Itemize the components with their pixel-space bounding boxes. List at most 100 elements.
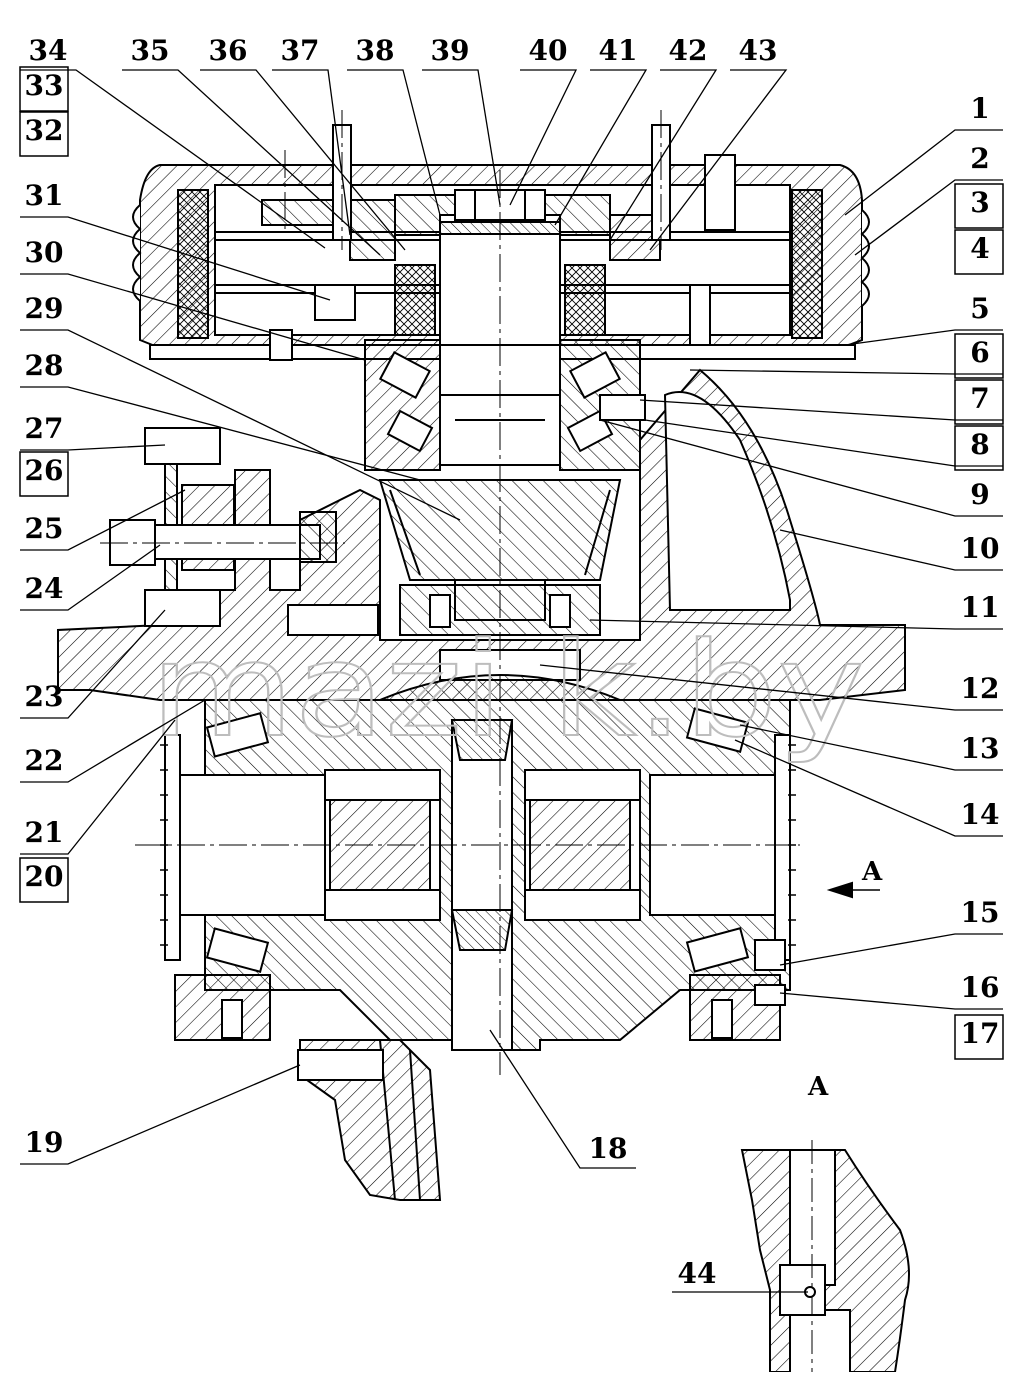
- leader-1: [844, 129, 1003, 216]
- callout-13: 13: [961, 732, 1000, 765]
- centre-lines: [100, 110, 800, 1075]
- callout-40: 40: [529, 34, 568, 67]
- leader-39: [422, 69, 501, 206]
- bolt-top-right: [704, 154, 736, 231]
- ring-bolt: [297, 1049, 384, 1081]
- bearing-roller-lower-right: [566, 409, 614, 453]
- callout-29: 29: [25, 292, 64, 325]
- callout-box-20: [19, 857, 69, 903]
- friction-lining-right: [791, 189, 823, 339]
- bearing-roller-upper-left: [378, 351, 432, 399]
- callout-28: 28: [25, 349, 64, 382]
- callout-11: 11: [961, 591, 1000, 624]
- leader-6: [689, 369, 1003, 375]
- callout-15: 15: [961, 896, 1000, 929]
- callout-21: 21: [25, 816, 64, 849]
- leader-42: [609, 69, 718, 241]
- callout-1: 1: [970, 92, 989, 125]
- callout-25: 25: [25, 512, 64, 545]
- callout-box-32: [19, 111, 69, 157]
- callout-7: 7: [970, 382, 989, 415]
- callout-33: 33: [25, 69, 64, 102]
- screw-right: [689, 284, 711, 346]
- drawing-geometry: [57, 110, 910, 1373]
- leader-28: [20, 386, 421, 481]
- view-label-a: A: [807, 1072, 829, 1102]
- callout-14: 14: [961, 798, 1000, 831]
- callout-39: 39: [431, 34, 470, 67]
- callout-box-33: [19, 66, 69, 112]
- callout-27: 27: [25, 412, 64, 445]
- callout-6: 6: [970, 336, 989, 369]
- stud-43-right: [651, 124, 671, 241]
- leader-23: [20, 609, 166, 719]
- callout-43: 43: [739, 34, 778, 67]
- callout-4: 4: [970, 232, 989, 265]
- callout-box-26: [19, 451, 69, 497]
- leader-14: [734, 739, 1003, 837]
- inner-hub-side-left: [261, 199, 396, 261]
- section-arrow-a: [826, 881, 880, 899]
- leader-7: [639, 399, 1003, 421]
- bearing-roller-lower-left: [386, 409, 434, 453]
- adjust-bolt-head: [109, 519, 156, 566]
- callout-30: 30: [25, 236, 64, 269]
- leader-9: [599, 419, 1003, 517]
- bearing-roller-upper-right: [568, 351, 622, 399]
- leader-8: [644, 419, 1003, 467]
- callout-24: 24: [25, 572, 64, 605]
- inner-hub-side-right: [609, 214, 661, 261]
- callout-44: 44: [678, 1257, 717, 1290]
- leader-31: [20, 216, 331, 301]
- callout-22: 22: [25, 744, 64, 777]
- callout-box-8: [954, 425, 1004, 471]
- spider-gear-bottom: [450, 909, 514, 951]
- callout-18: 18: [589, 1132, 628, 1165]
- watermark: mazi k.by: [150, 614, 865, 766]
- callout-41: 41: [599, 34, 638, 67]
- callout-36: 36: [209, 34, 248, 67]
- leader-25: [20, 489, 186, 551]
- side-bearing-lower-left: [205, 927, 270, 973]
- leader-15: [779, 933, 1003, 966]
- callout-20: 20: [25, 860, 64, 893]
- bolt-center: [287, 604, 379, 636]
- callout-38: 38: [356, 34, 395, 67]
- leader-30: [20, 273, 366, 361]
- callout-26: 26: [25, 454, 64, 487]
- leader-40: [509, 69, 578, 206]
- leader-27: [20, 444, 166, 451]
- view-a-detail: [740, 1140, 910, 1373]
- callout-32: 32: [25, 114, 64, 147]
- callout-34: 34: [29, 34, 68, 67]
- leader-36: [200, 69, 406, 251]
- callout-19: 19: [25, 1126, 64, 1159]
- bolt-16: [754, 984, 786, 1006]
- leader-16: [779, 992, 1003, 1010]
- leader-37: [272, 69, 351, 236]
- leader-5: [844, 329, 1003, 346]
- leader-38: [347, 69, 441, 216]
- leader-12: [539, 664, 1003, 711]
- leader-24: [20, 544, 161, 611]
- leader-19: [20, 1064, 301, 1165]
- leader-11: [589, 619, 1003, 630]
- leader-41: [554, 69, 648, 226]
- seal-ring-left: [394, 264, 436, 336]
- view-a-screw: [779, 1264, 826, 1316]
- cover-groove-right: [860, 209, 870, 307]
- bolt-23: [144, 589, 221, 627]
- callout-23: 23: [25, 680, 64, 713]
- side-bearing-lower-right: [685, 927, 750, 973]
- callout-10: 10: [961, 532, 1000, 565]
- screw-30: [269, 329, 293, 361]
- leader-35: [122, 69, 381, 256]
- plug-9: [599, 394, 646, 421]
- callout-8: 8: [970, 428, 989, 461]
- callout-box-4: [954, 229, 1004, 275]
- callout-16: 16: [961, 971, 1000, 1004]
- spline-left: [164, 734, 181, 961]
- callout-9: 9: [970, 478, 989, 511]
